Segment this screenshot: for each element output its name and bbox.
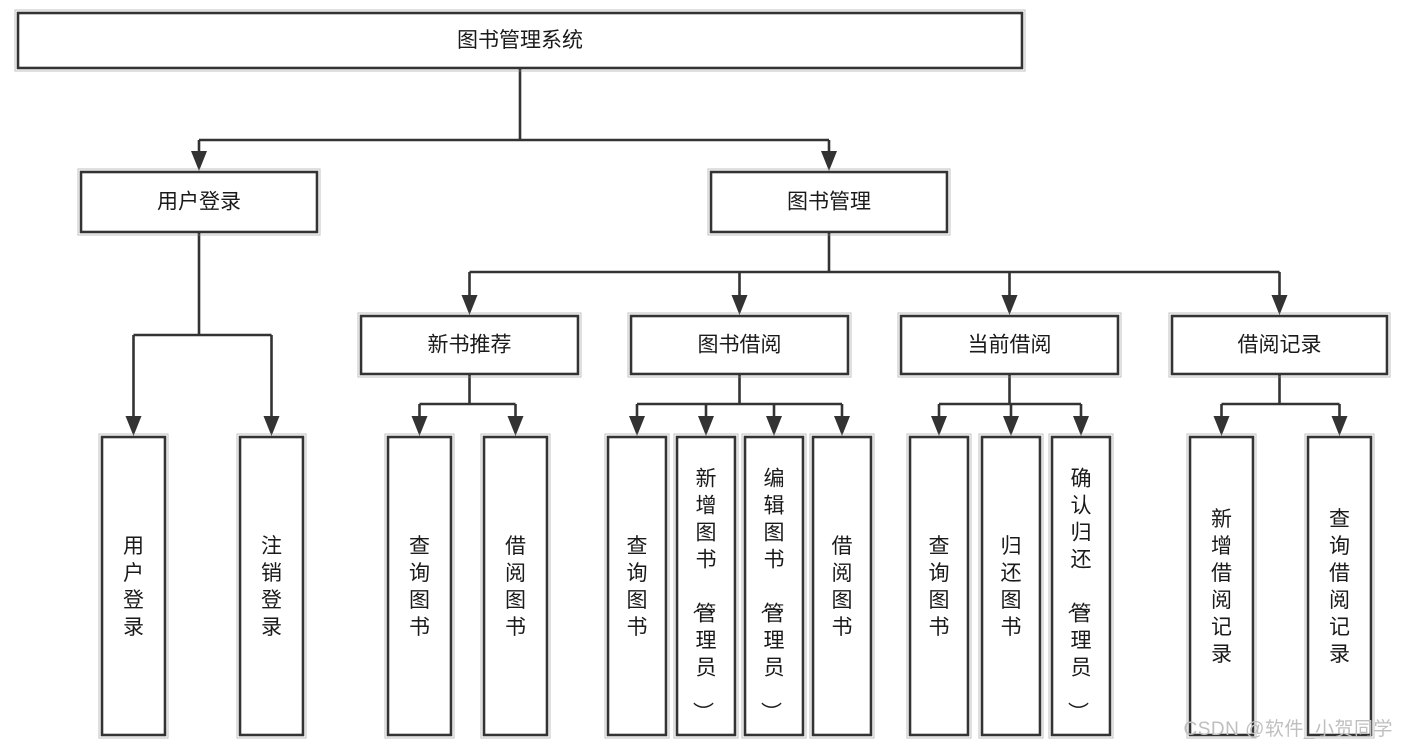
node-box — [79, 170, 319, 234]
node-label: 当前借阅 — [968, 334, 1052, 357]
node-box-shadow — [1048, 433, 1114, 739]
node-label: 注销登录 — [261, 535, 282, 639]
node-box-shadow — [707, 168, 951, 236]
node-leaf-records-1[interactable]: 新增借阅记录 — [1186, 433, 1257, 739]
node-box-shadow — [627, 312, 852, 378]
node-box-shadow — [978, 433, 1044, 739]
node-label: 新增借阅记录 — [1211, 508, 1232, 666]
node-box — [1170, 314, 1389, 376]
node-label: 图书管理系统 — [457, 29, 583, 52]
node-bookmgmt[interactable]: 图书管理 — [707, 168, 951, 236]
node-box-shadow — [1168, 312, 1391, 378]
node-box — [100, 435, 167, 737]
node-label: 查询图书 — [929, 535, 950, 639]
node-box — [1188, 435, 1255, 737]
node-box-shadow — [98, 433, 169, 739]
node-label: 新增图书（管理员） — [691, 468, 717, 723]
node-label: 图书借阅 — [698, 334, 782, 357]
node-box-shadow — [384, 433, 455, 739]
node-box-shadow — [357, 312, 582, 378]
node-label: 查询图书 — [627, 535, 648, 639]
node-label: 用户登录 — [123, 535, 144, 639]
node-box-shadow — [741, 433, 807, 739]
node-label: 归还图书 — [1001, 535, 1022, 639]
node-login[interactable]: 用户登录 — [77, 168, 321, 236]
node-box — [16, 11, 1024, 70]
node-label: 编辑图书（管理员） — [759, 468, 785, 723]
node-box — [675, 435, 737, 737]
node-box — [1050, 435, 1112, 737]
node-box-shadow — [809, 433, 875, 739]
node-box — [1306, 435, 1373, 737]
node-box-shadow — [673, 433, 739, 739]
node-box — [908, 435, 970, 737]
node-records[interactable]: 借阅记录 — [1168, 312, 1391, 378]
node-box — [899, 314, 1120, 376]
node-leaf-borrow-1[interactable]: 查询图书 — [604, 433, 670, 739]
node-box-shadow — [1186, 433, 1257, 739]
node-label: 查询借阅记录 — [1329, 508, 1350, 666]
node-leaf-login-1[interactable]: 用户登录 — [98, 433, 169, 739]
node-leaf-newbook-1[interactable]: 查询图书 — [384, 433, 455, 739]
node-current[interactable]: 当前借阅 — [897, 312, 1122, 378]
node-box — [482, 435, 549, 737]
node-box — [743, 435, 805, 737]
node-leaf-borrow-3[interactable]: 编辑图书（管理员） — [741, 433, 807, 739]
node-layer: 图书管理系统用户登录图书管理新书推荐图书借阅当前借阅借阅记录用户登录注销登录查询… — [14, 9, 1391, 739]
csdn-watermark: CSDN @软件_小贺同学 — [1183, 719, 1393, 740]
node-box — [359, 314, 580, 376]
node-box-shadow — [236, 433, 307, 739]
node-label: 借阅记录 — [1238, 334, 1322, 357]
node-leaf-borrow-2[interactable]: 新增图书（管理员） — [673, 433, 739, 739]
node-box — [980, 435, 1042, 737]
node-box-shadow — [1304, 433, 1375, 739]
node-box — [606, 435, 668, 737]
node-box-shadow — [897, 312, 1122, 378]
node-leaf-borrow-4[interactable]: 借阅图书 — [809, 433, 875, 739]
node-label: 新书推荐 — [428, 334, 512, 357]
node-root[interactable]: 图书管理系统 — [14, 9, 1026, 72]
node-box — [386, 435, 453, 737]
node-box-shadow — [14, 9, 1026, 72]
node-box-shadow — [480, 433, 551, 739]
node-leaf-current-1[interactable]: 查询图书 — [906, 433, 972, 739]
node-box-shadow — [604, 433, 670, 739]
node-borrow[interactable]: 图书借阅 — [627, 312, 852, 378]
node-newbook[interactable]: 新书推荐 — [357, 312, 582, 378]
node-box-shadow — [906, 433, 972, 739]
node-leaf-current-3[interactable]: 确认归还（管理员） — [1048, 433, 1114, 739]
node-box — [709, 170, 949, 234]
node-label: 查询图书 — [409, 535, 430, 639]
node-leaf-records-2[interactable]: 查询借阅记录 — [1304, 433, 1375, 739]
node-box — [811, 435, 873, 737]
connector-layer — [125, 68, 1348, 436]
node-label: 用户登录 — [157, 191, 241, 214]
node-leaf-login-2[interactable]: 注销登录 — [236, 433, 307, 739]
node-leaf-newbook-2[interactable]: 借阅图书 — [480, 433, 551, 739]
node-label: 借阅图书 — [505, 535, 526, 639]
node-box-shadow — [77, 168, 321, 236]
node-label: 确认归还（管理员） — [1066, 468, 1092, 723]
node-label: 图书管理 — [787, 191, 871, 214]
node-leaf-current-2[interactable]: 归还图书 — [978, 433, 1044, 739]
node-box — [629, 314, 850, 376]
node-box — [238, 435, 305, 737]
node-label: 借阅图书 — [832, 535, 853, 639]
